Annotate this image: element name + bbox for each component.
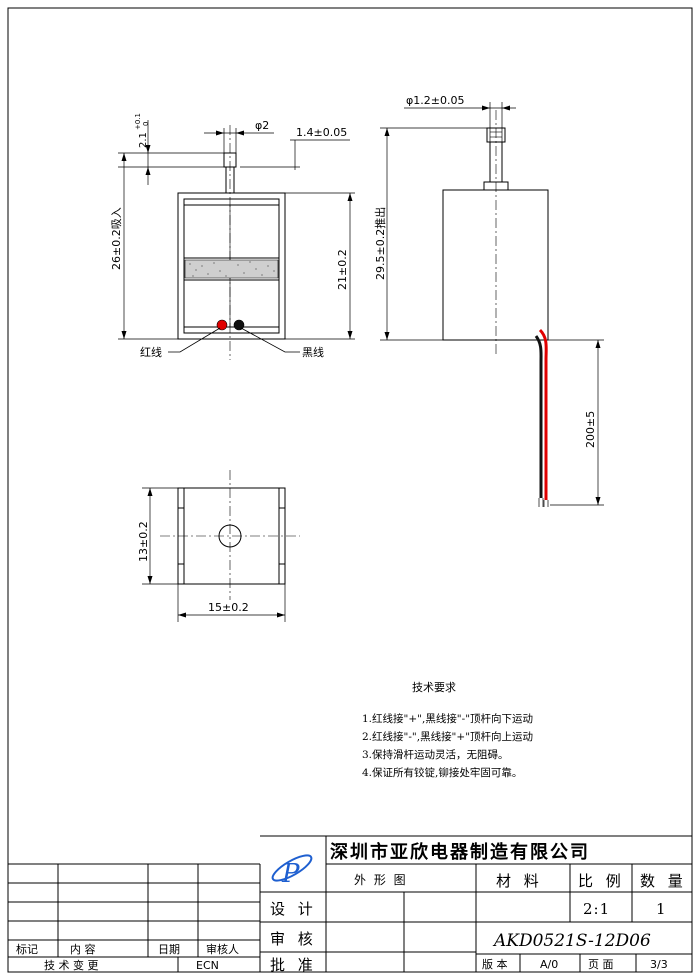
front-arrows — [121, 130, 353, 339]
dim-side-dia: φ1.2±0.05 — [406, 94, 464, 107]
title-block-lines — [8, 836, 692, 972]
bottom-view — [160, 470, 300, 600]
dim-body-h: 21±0.2 — [336, 249, 349, 290]
side-dimensions — [380, 102, 604, 505]
black-terminal — [234, 320, 244, 330]
dim-bottom-w: 15±0.2 — [208, 601, 249, 614]
bottom-dimensions — [142, 488, 285, 622]
rev-content-label: 内 容 — [70, 942, 96, 956]
qty-value: 1 — [656, 900, 670, 918]
notes-title: 技术要求 — [412, 681, 456, 694]
dim-height-push: 29.5±0.2推出 — [373, 207, 387, 280]
wire-ends — [539, 498, 548, 507]
drawing-frame — [8, 8, 692, 972]
red-wire-label: 红线 — [140, 345, 162, 359]
dim-height-pull: 26±0.2吸入 — [110, 207, 123, 270]
company-logo: P — [271, 854, 313, 889]
coil-speckle — [189, 261, 275, 277]
review-label: 审 核 — [270, 930, 317, 948]
side-view — [443, 110, 548, 355]
drawing-name: 外 形 图 — [354, 873, 408, 887]
version-value: A/0 — [540, 958, 558, 971]
note-item: 2.红线接"-",黑线接"+"顶杆向上运动 — [362, 730, 533, 743]
dim-top-len: 1.4±0.05 — [296, 126, 347, 139]
scale-value: 2:1 — [583, 900, 610, 918]
page-value: 3/3 — [650, 958, 668, 971]
black-wire-label: 黑线 — [302, 345, 324, 359]
ecn-label: ECN — [196, 959, 219, 972]
coil-band — [185, 260, 278, 278]
bottom-arrows — [147, 488, 285, 618]
side-arrows — [384, 105, 601, 505]
qty-label: 数 量 — [640, 872, 687, 890]
model-number: AKD0521S-12D06 — [492, 931, 651, 951]
note-item: 4.保证所有铰锭,铆接处牢固可靠。 — [362, 766, 522, 779]
rev-date-label: 日期 — [158, 943, 180, 956]
rev-reviewer-label: 审核人 — [206, 942, 239, 956]
dim-wire-len: 200±5 — [584, 411, 597, 448]
material-label: 材 料 — [496, 872, 543, 890]
front-view — [178, 125, 285, 360]
dim-stroke-dia: φ2 — [255, 119, 269, 132]
red-wire — [540, 330, 546, 500]
rev-mark-label: 标记 — [16, 942, 38, 956]
page-label: 页 面 — [588, 958, 614, 971]
black-wire — [536, 336, 541, 498]
version-label: 版 本 — [482, 957, 508, 971]
svg-text:P: P — [281, 859, 300, 889]
svg-text:2.1: 2.1 — [138, 132, 149, 148]
approve-label: 批 准 — [270, 956, 317, 974]
note-item: 1.红线接"+",黑线接"-"顶杆向下运动 — [362, 712, 533, 725]
wire-leaders — [168, 328, 300, 352]
tech-change-label: 技 术 变 更 — [44, 958, 99, 972]
svg-text:+0.1: +0.1 — [134, 113, 142, 130]
dim-tolerance: 2.1 +0.1 0 — [134, 113, 150, 148]
dim-bottom-h: 13±0.2 — [137, 521, 150, 562]
note-item: 3.保持滑杆运动灵活，无阻碍。 — [362, 748, 509, 761]
svg-text:0: 0 — [142, 122, 150, 126]
company-name: 深圳市亚欣电器制造有限公司 — [330, 841, 590, 863]
scale-label: 比 例 — [578, 872, 625, 890]
red-terminal — [217, 320, 227, 330]
design-label: 设 计 — [270, 900, 317, 918]
